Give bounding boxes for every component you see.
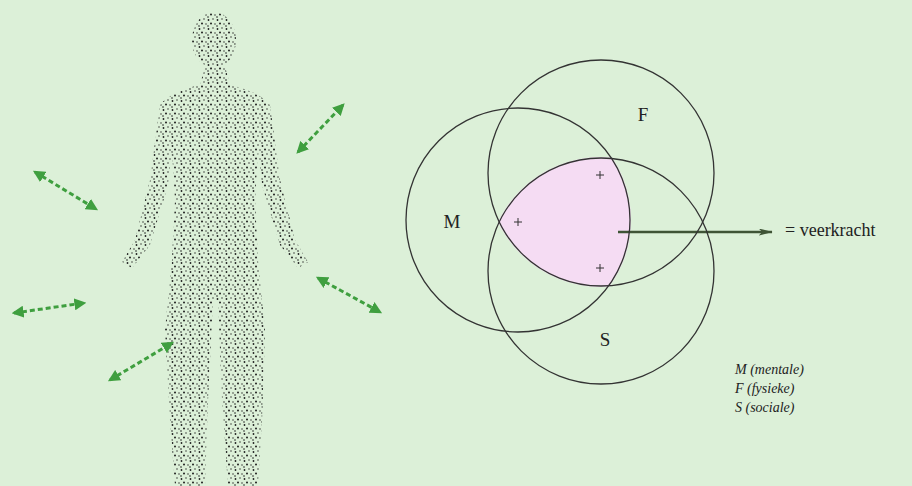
plus-marks xyxy=(514,171,604,272)
circle-letter: S xyxy=(600,329,611,351)
intersection xyxy=(405,107,631,333)
result-label: = veerkracht xyxy=(785,220,876,241)
venn-circle: M xyxy=(405,107,631,333)
key-note: M (mentale) xyxy=(735,362,804,378)
human-figure xyxy=(122,12,308,486)
circle-shape xyxy=(406,108,630,332)
circle-shape xyxy=(488,60,714,286)
circle-outline xyxy=(487,157,715,385)
circle-shape xyxy=(488,158,714,384)
circle-letter: F xyxy=(638,104,649,126)
venn-circle: S xyxy=(487,157,715,385)
circle-outline xyxy=(487,59,715,287)
circle-letter: M xyxy=(444,211,461,233)
key-note: F (fysieke) xyxy=(735,381,794,397)
result-arrow xyxy=(618,231,772,234)
venn-circle: F xyxy=(487,59,715,287)
key-note: S (sociale) xyxy=(735,400,794,416)
circle-outline xyxy=(405,107,631,333)
exchange-arrows xyxy=(14,105,380,380)
